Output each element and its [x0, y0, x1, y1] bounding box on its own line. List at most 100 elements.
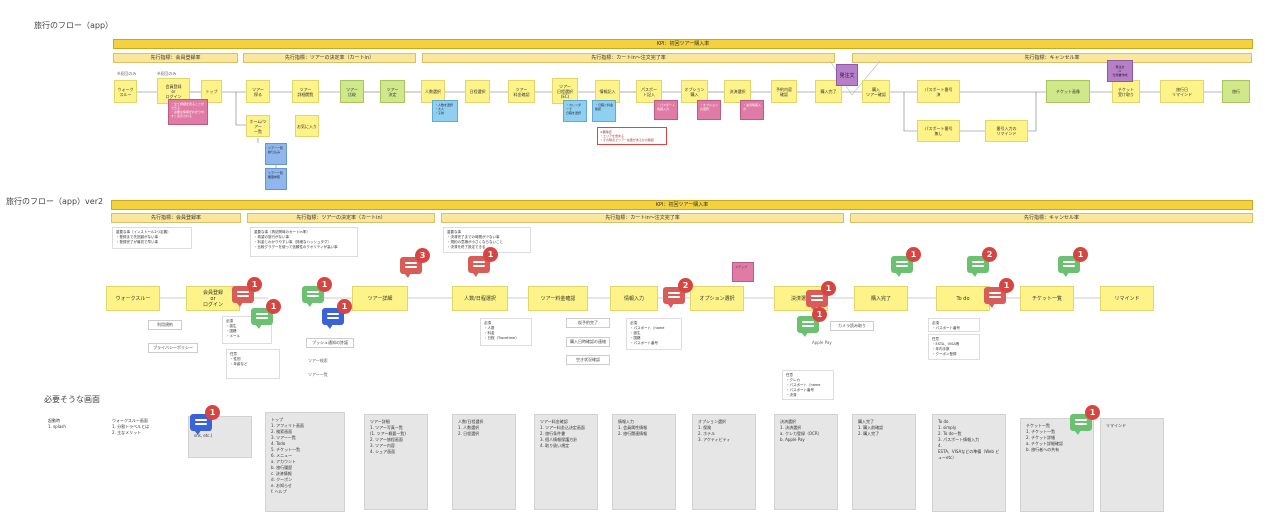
flow1-node-walkthrough: ウォーク スルー [114, 80, 137, 103]
comment-marker[interactable]: 1 [322, 299, 352, 329]
flow2-box-availability[interactable]: 空き状況確認 [566, 355, 610, 365]
flow2-box-camera[interactable]: カメラ読み取り [830, 321, 874, 331]
comment-marker[interactable]: 1 [468, 247, 498, 277]
flow1-node-ticket-receive: チケット 受け取り [1112, 80, 1140, 103]
comment-badge: 1 [317, 277, 332, 292]
flow2-note-signup-optional: 任意 ・性別 ・年齢など [226, 349, 280, 379]
comment-marker[interactable]: 1 [1070, 405, 1100, 435]
flow2-box-provisional[interactable]: 仮予約完了 [566, 318, 610, 328]
screen-payment: 決済選択 1. 決済選択 a. クレカ登録（OCR） b. Apple Pay [774, 414, 838, 510]
flow1-node-purchased: 購入 ツアー確認 [862, 80, 890, 103]
flow2-label-tour-search: ツアー検索 [308, 358, 328, 363]
flow1-purple-spec: 発注文 or 仕様書作成 [1107, 60, 1133, 82]
comment-marker[interactable]: 1 [302, 277, 332, 307]
flow1-header-2: 先行指標：ツアーの決定率（カートin） [243, 53, 416, 63]
flow1-cyan-note-price: ・日程と料金 確認 [592, 100, 616, 122]
comment-badge: 1 [999, 278, 1014, 293]
comment-badge: 1 [821, 281, 836, 296]
comment-marker[interactable]: 3 [400, 248, 430, 278]
comment-badge: 1 [812, 307, 827, 322]
flow2-box-push[interactable]: プッシュ通知の許諾 [306, 338, 354, 348]
flow2-title: 旅行のフロー（app）ver2 [6, 197, 104, 206]
comment-marker[interactable]: 1 [984, 278, 1014, 308]
flow2-kpi-bar: KPI：初回ツアー購入率 [111, 200, 1253, 210]
flow2-box-terms[interactable]: 利用規約 [148, 320, 182, 330]
flow2-node-ticket-list: チケット一覧 [1020, 286, 1074, 311]
comment-marker[interactable]: 1 [1058, 247, 1088, 277]
screen-todo: To do 1. simply 2. To do一覧 3. パスポート情報入力 … [932, 414, 1006, 512]
comment-marker[interactable]: 2 [663, 278, 693, 308]
flow2-pink-step: ステップ [732, 262, 754, 282]
flow1-header-3: 先行指標：カートin〜注文完了率 [422, 53, 835, 63]
flow1-node-ticket-image: チケット画像 [1046, 80, 1090, 103]
flow1-kpi-bar: KPI：初回ツアー購入率 [113, 39, 1253, 49]
screen-option: オプション選択 1. 保険 2. ホテル 3. アクティビティ [692, 414, 756, 510]
flow1-node-confirm: 予約内容 確認 [771, 80, 797, 103]
flow2-node-price: ツアー料金確認 [528, 286, 588, 311]
comment-marker[interactable]: 1 [251, 299, 281, 329]
flow2-node-people-date: 人数/日程選択 [452, 286, 508, 311]
flow1-node-option: オプション 購入 [681, 80, 708, 103]
screen-ticket-list: チケット一覧 1. チケット一覧 2. チケット詳細 a. チケット詳細確認 b… [1020, 418, 1094, 512]
flow1-node-passport-none: パスポート番号 無し [917, 120, 960, 142]
flow2-label-apple-pay: Apple Pay [812, 340, 832, 345]
flow1-node-schedule: ツアー 日程選択 (EC) [552, 78, 578, 104]
comment-badge: 1 [247, 277, 262, 292]
flow1-node-travel-remind: 旅行日 リマインド [1160, 80, 1204, 103]
flow1-blue-note-history: ツアー一覧 履歴参照 [265, 168, 287, 190]
flow2-header-4: 先行指標：キャンセル率 [850, 213, 1253, 223]
comment-marker[interactable]: 1 [232, 277, 262, 307]
flow1-title: 旅行のフロー（app） [34, 21, 114, 30]
screen-info: 情報入力 1. 会員属性情報 2. 旅行関連情報 [612, 414, 676, 510]
comment-marker[interactable]: 1 [190, 405, 220, 435]
screen-walkthrough: ウォークスルー画面 1. 分割トラベルとは 2. 主なメリット [106, 413, 164, 459]
flow1-node-tour-detail: ツアー 詳細閲覧 [292, 80, 319, 103]
flow2-header-1: 先行指標：会員登録率 [111, 213, 241, 223]
flow1-pink-note-passport: ・パスポート情報入力 [654, 100, 678, 120]
flow2-box-privacy[interactable]: プライバシーポリシー [148, 343, 198, 353]
screen-splash: 起動時 1. splash [42, 413, 94, 453]
comment-marker[interactable]: 1 [797, 307, 827, 337]
screen-tour-detail: ツアー詳細 1. ツアー写真一覧 (1. ツアー概要一覧) 2. ツアー旅程画面… [364, 414, 428, 510]
flow2-note-todo-required: 必須 ・パスポート番号 [928, 318, 980, 332]
flow2-node-tour-detail: ツアー詳細 [352, 286, 408, 311]
flow1-pink-note-option: ・オプションの選択 [697, 100, 721, 120]
comment-badge: 2 [678, 278, 693, 293]
flow1-node-top: トップ [201, 80, 222, 103]
flow2-node-option: オプション選択 [690, 286, 744, 311]
flow1-node-remind-input: 番号入力の リマインド [985, 120, 1028, 142]
flow2-box-purchase-date[interactable]: 購入日時確認の連絡 [566, 337, 610, 347]
flow2-node-signup: 会員登録 or ログイン [186, 286, 240, 311]
comment-marker[interactable]: 2 [967, 247, 997, 277]
screen-complete: 購入完了 1. 購入前確認 2. 購入完了 [852, 414, 916, 510]
flow2-header-3: 先行指標：カートin〜注文完了率 [441, 213, 844, 223]
flow1-pink-note-payment: ・決済情報入力 [740, 100, 764, 120]
flow1-node-travel: 旅行 [1222, 80, 1250, 103]
comment-badge: 1 [266, 299, 281, 314]
flow2-header-2: 先行指標：ツアーの決定率（カートin） [247, 213, 435, 223]
flow2-node-info: 情報入力 [610, 286, 658, 311]
flow1-label-first-only-1: ※初回のみ [117, 71, 137, 76]
flow2-note-signup: 重要な事（インストール2つ定義） ・登録まで先回避がない事 ・登録完了が最初で早… [112, 227, 192, 249]
screen-people-date: 人数/日程選択 1. 人数選択 2. 日程選択 [452, 414, 516, 510]
flow2-label-tour-list: ツアー一覧 [308, 372, 328, 377]
flow2-node-todo: To do [936, 286, 990, 311]
flow2-note-price-required: 必須 ・人数 ・料金 ・日程（Tracetime） [480, 318, 532, 346]
flow1-header-1: 先行指標：会員登録率 [113, 53, 238, 63]
screens-title: 必要そうな画面 [44, 395, 100, 404]
comment-badge: 1 [1085, 405, 1100, 420]
screen-price: ツアー料金確認 1. ツアー料金込決定画面 2. 旅行条件書 3. 個人情報保護… [534, 414, 598, 510]
flow2-node-complete: 購入完了 [854, 286, 908, 311]
flow1-blue-note-filter: ツアー一覧 絞り込み [265, 143, 287, 165]
flow1-node-payment: 決済選択 [724, 80, 751, 103]
flow1-node-price: ツアー 料金確認 [508, 80, 535, 103]
comment-marker[interactable]: 1 [891, 247, 921, 277]
flow1-cyan-note-calendar: ・カレンダーで 日程を選択 [563, 100, 587, 122]
flow1-purple-order: 発注文 [836, 64, 858, 86]
flow1-subnode-favorite: お気に入り [295, 115, 319, 137]
flow1-node-tour-compare: ツアー 比較 [340, 80, 364, 103]
flow1-node-passport-done: パスポート番号 済 [917, 80, 960, 103]
flow2-node-remind: リマインド [1100, 286, 1154, 311]
comment-badge: 3 [415, 248, 430, 263]
flow2-note-todo-optional: 任意 ・ESTA、VISA等 ・年内手数 ・クーポン登録 [928, 334, 980, 360]
